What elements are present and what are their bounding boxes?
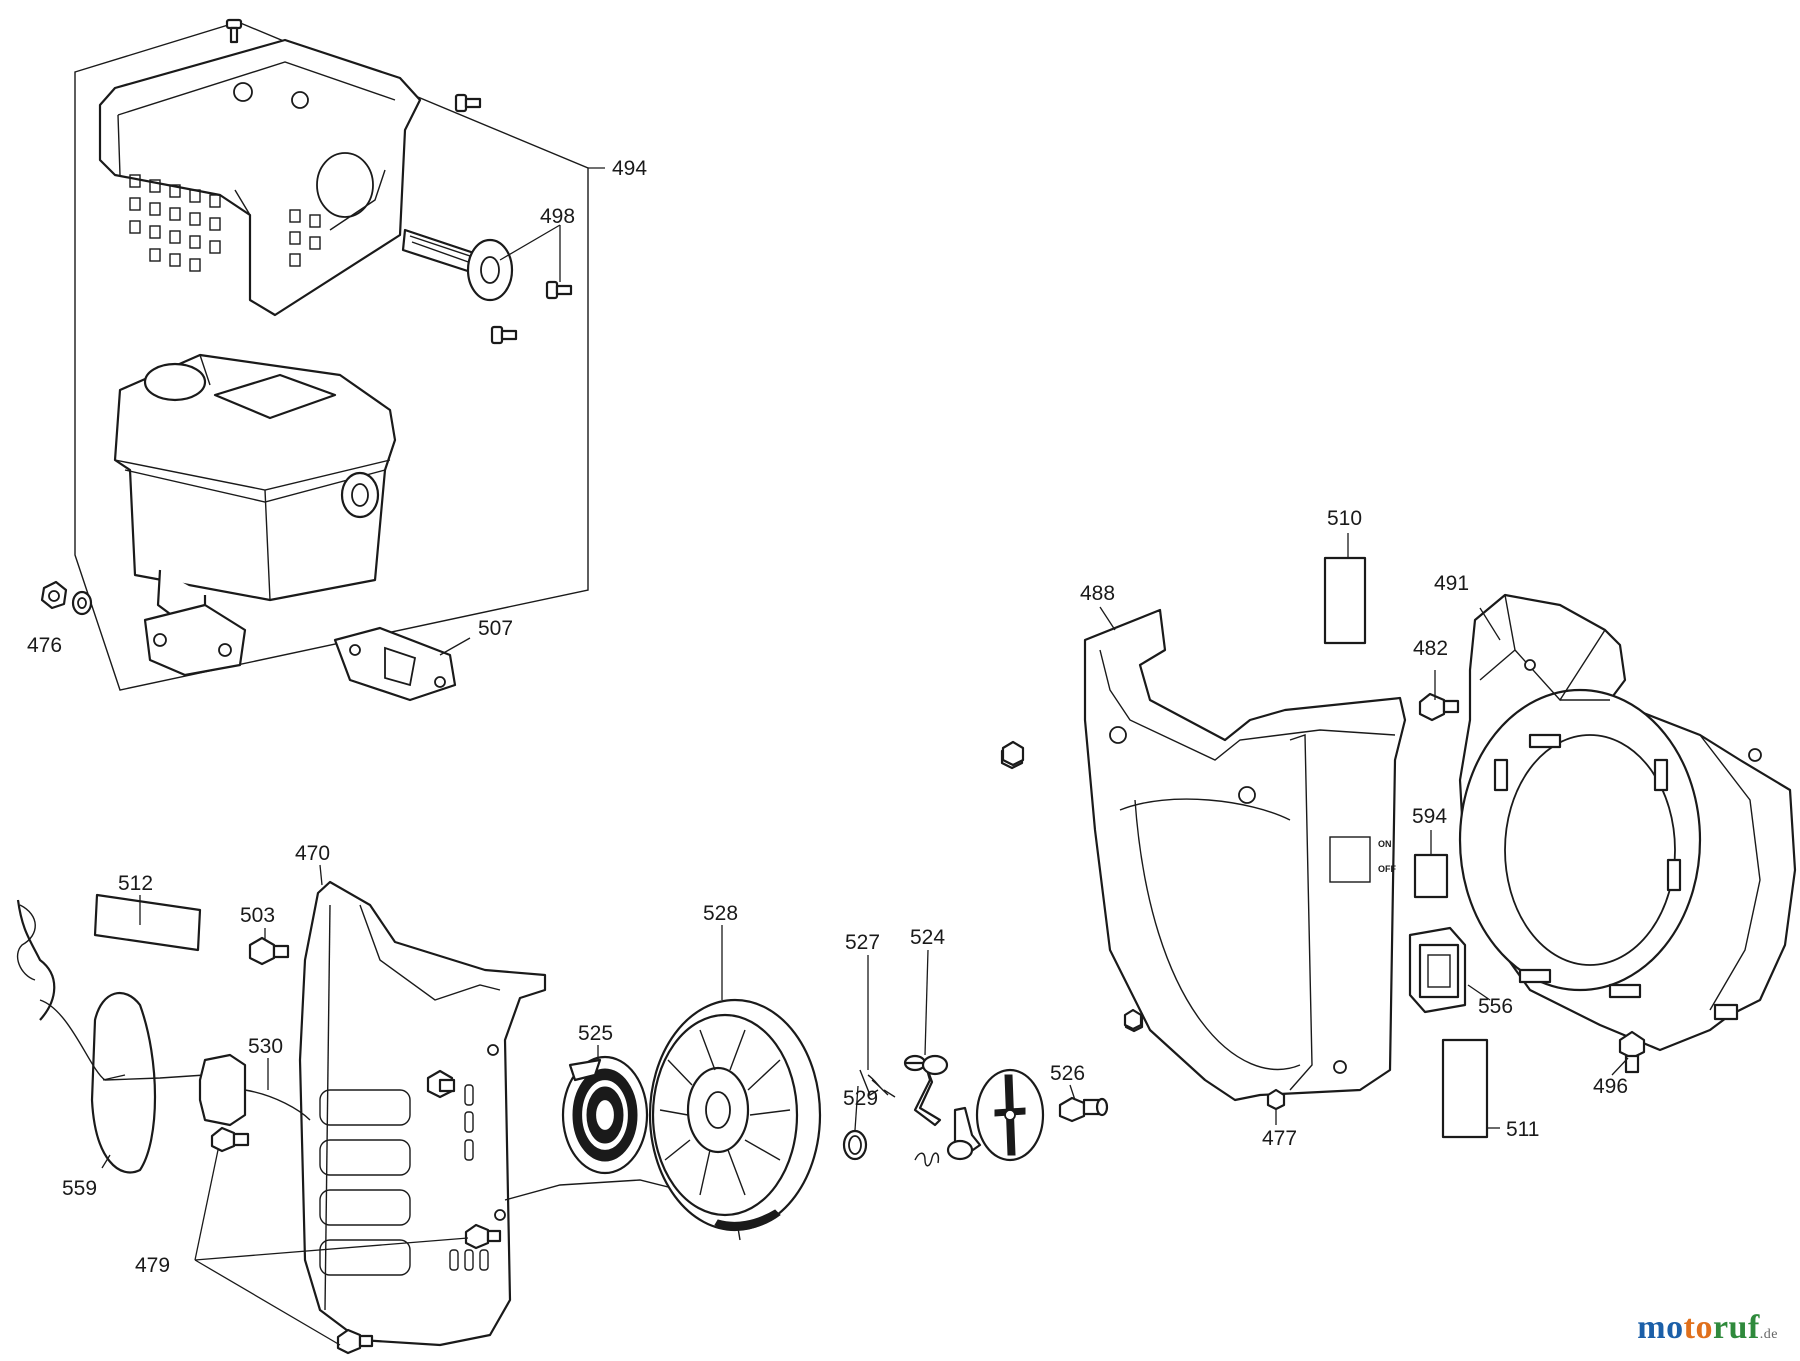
label-525: 525 (578, 1022, 613, 1045)
decal-594 (1413, 853, 1449, 899)
bolt-icon (248, 936, 290, 966)
muffler-body (113, 353, 397, 677)
switch-label-on: ON (1378, 839, 1392, 849)
label-527: 527 (845, 931, 880, 954)
bolt-icon (426, 1069, 456, 1099)
part-labels: 494 498 476 507 510 488 491 482 594 556 … (27, 157, 1628, 1277)
starter-rope (39, 999, 311, 1127)
pawl-spring (914, 1152, 940, 1167)
muffler-gasket (333, 626, 457, 702)
label-512: 512 (118, 872, 153, 895)
label-496: 496 (1593, 1075, 1628, 1098)
starter-handle (16, 899, 157, 1174)
decal-510 (1323, 556, 1367, 645)
label-479: 479 (135, 1254, 170, 1277)
label-476: 476 (27, 634, 62, 657)
decal-511 (1441, 1038, 1489, 1139)
washer-icon (71, 590, 93, 616)
label-526: 526 (1050, 1062, 1085, 1085)
label-524: 524 (910, 926, 945, 949)
label-507: 507 (478, 617, 513, 640)
label-556: 556 (1478, 995, 1513, 1018)
center-screw (1058, 1096, 1109, 1123)
label-530: 530 (248, 1035, 283, 1058)
friction-plate (975, 1068, 1045, 1162)
decal-512 (93, 893, 202, 952)
watermark-part-1: mo (1637, 1309, 1684, 1346)
screw-icon (545, 280, 573, 300)
label-494: 494 (612, 157, 647, 180)
shield-vent-grid (129, 174, 321, 272)
label-511: 511 (1506, 1118, 1539, 1141)
screw-icon (490, 325, 518, 345)
bolt-icon (1418, 692, 1460, 722)
bolt-icon (464, 1223, 502, 1250)
retaining-ring (842, 1129, 868, 1161)
leader-lines (101, 167, 1629, 1346)
nut-icon (1001, 740, 1025, 767)
label-528: 528 (703, 902, 738, 925)
label-498: 498 (540, 205, 575, 228)
label-477: 477 (1262, 1127, 1297, 1150)
spark-arrester (401, 228, 514, 302)
label-491: 491 (1434, 572, 1469, 595)
ratchet-pawl (903, 1054, 949, 1127)
label-503: 503 (240, 904, 275, 927)
watermark-part-3: ruf (1712, 1309, 1760, 1346)
muffler-assembly-group (40, 18, 589, 702)
nut-icon (40, 580, 68, 610)
blower-housing-back-plate: ON OFF (1083, 608, 1407, 1102)
nut-icon (1123, 1008, 1143, 1031)
label-482: 482 (1413, 637, 1448, 660)
ratchet-pawl (946, 1106, 982, 1161)
blower-housing (1458, 593, 1797, 1052)
label-470: 470 (295, 842, 330, 865)
label-488: 488 (1080, 582, 1115, 605)
starter-pulley (648, 998, 822, 1232)
watermark-logo: motoruf.de (1637, 1309, 1778, 1347)
muffler-heat-shield (98, 38, 422, 317)
switch-label-off: OFF (1378, 864, 1396, 874)
label-510: 510 (1327, 507, 1362, 530)
nut-icon (1266, 1088, 1286, 1111)
label-594: 594 (1412, 805, 1447, 828)
screw-icon (454, 93, 482, 113)
pawl-spring (859, 1069, 896, 1098)
bolt-icon (210, 1126, 250, 1153)
label-529: 529 (843, 1087, 878, 1110)
recoil-spring (561, 1055, 649, 1175)
screw-icon (225, 18, 243, 44)
bolt-icon (1618, 1030, 1646, 1074)
watermark-suffix: .de (1759, 1327, 1778, 1342)
label-559: 559 (62, 1177, 97, 1200)
on-off-switch (1408, 926, 1467, 1014)
watermark-part-2: to (1683, 1309, 1713, 1346)
bolt-icon (336, 1328, 374, 1355)
